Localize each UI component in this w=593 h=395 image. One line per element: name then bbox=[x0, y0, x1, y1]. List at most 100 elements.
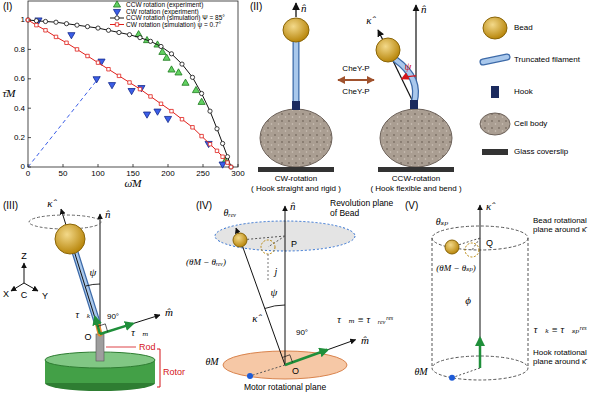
part-name: Rod bbox=[139, 342, 156, 352]
radius-line bbox=[268, 236, 285, 247]
label-text: n̂ bbox=[290, 200, 296, 212]
tick-label-y: 0 bbox=[21, 162, 25, 171]
tick-label-y: 0.8 bbox=[14, 45, 25, 54]
signal-label: CheY-P bbox=[342, 87, 369, 96]
configuration-node: CCW-rotation( Hook flexible and bend ) bbox=[376, 4, 456, 172]
cw-simulation-marker bbox=[35, 23, 38, 26]
hook bbox=[292, 101, 300, 110]
panel-label: (I) bbox=[3, 1, 12, 13]
legend-entry: CCW rotation (experiment) bbox=[126, 1, 203, 8]
point-label: Q bbox=[486, 238, 493, 248]
data-series bbox=[135, 31, 229, 164]
tick-mark bbox=[133, 164, 134, 167]
data-series bbox=[26, 18, 232, 168]
axis-symbol: m̂ bbox=[165, 306, 173, 319]
tick-mark bbox=[203, 164, 204, 167]
revolution-geometry bbox=[215, 206, 356, 379]
legend-marker bbox=[115, 16, 119, 20]
ccw-experiment-marker bbox=[168, 66, 175, 72]
data-series bbox=[26, 18, 233, 169]
legend-text: Hook bbox=[514, 87, 533, 96]
torque-symbol: τ⃗ₖ bbox=[75, 309, 90, 321]
label-text: 100 bbox=[91, 169, 104, 178]
legend-text: Truncated filament bbox=[514, 55, 580, 64]
label-text: τ⃗ₖ bbox=[75, 309, 90, 320]
configuration-node: CW-rotation( Hook straight and rigid ) bbox=[256, 4, 336, 172]
label-text: τ⃗ₖ ≡ τ⃗ₛₚʳᵉˢ bbox=[534, 324, 586, 335]
legend-text: CW rotation (experiment) bbox=[126, 8, 199, 15]
angle-symbol: θᵣₑᵥ bbox=[224, 207, 237, 219]
bead-axis bbox=[236, 228, 285, 365]
simulation-curve bbox=[28, 20, 231, 167]
bead bbox=[233, 233, 247, 247]
angle-symbol: θM bbox=[205, 356, 218, 368]
axis-symbol: κ̂ bbox=[486, 200, 491, 213]
cw-experiment-marker bbox=[68, 33, 75, 39]
axis-symbol: κ̂ bbox=[47, 197, 52, 210]
axis-letter: Z bbox=[21, 251, 27, 261]
plane-label: Motor rotational plane bbox=[244, 383, 326, 393]
torque-symbol: τ⃗ₖ ≡ τ⃗ₛₚʳᵉˢ bbox=[534, 324, 586, 336]
ccw-simulation-marker bbox=[180, 62, 184, 66]
point-label: O bbox=[84, 332, 91, 342]
label-text: ω̄M bbox=[125, 177, 142, 189]
plane-label: Bead rotational plane around κ̂ bbox=[533, 216, 591, 234]
label-text: (IV) bbox=[196, 200, 212, 211]
ccw-simulation-marker bbox=[148, 39, 152, 43]
ccw-simulation-marker bbox=[34, 19, 38, 23]
ccw-simulation-marker bbox=[54, 20, 58, 24]
tick-mark bbox=[28, 108, 31, 109]
guide-line bbox=[28, 74, 102, 167]
label-text: Y bbox=[42, 291, 48, 301]
filament-swatch bbox=[483, 57, 507, 62]
label-text: τ⃗ₘ bbox=[131, 327, 149, 338]
panel-label: (V) bbox=[405, 200, 418, 212]
ccw-simulation-marker bbox=[64, 22, 68, 26]
label-text: (V) bbox=[405, 200, 418, 211]
cylinder-side bbox=[432, 238, 433, 368]
glass-coverslip bbox=[258, 167, 334, 172]
tick-label-y: 1 bbox=[21, 15, 25, 24]
tick-label-x: 300 bbox=[231, 169, 244, 178]
panel-label: (II) bbox=[250, 1, 262, 13]
axis-title: ω̄M bbox=[125, 177, 142, 190]
cw-simulation-marker bbox=[159, 102, 162, 105]
torque-speed-chart bbox=[26, 1, 238, 169]
label-text: (I) bbox=[3, 1, 12, 12]
part-name: Rotor bbox=[163, 367, 185, 377]
label-text: P bbox=[291, 239, 297, 249]
label-text: 0.2 bbox=[14, 133, 25, 142]
legend-text: CCW rotation (experiment) bbox=[126, 1, 203, 8]
axis-title: τ̄M bbox=[2, 87, 15, 100]
coordinate-axis bbox=[24, 283, 38, 291]
cw-simulation-marker bbox=[117, 74, 120, 77]
legend-text: Glass coverslip bbox=[514, 147, 568, 156]
cw-simulation-marker bbox=[229, 165, 232, 168]
panel-label: (IV) bbox=[196, 200, 212, 212]
axis-symbol: κ̂ bbox=[252, 312, 257, 325]
tick-mark bbox=[28, 137, 31, 138]
angle-symbol: ϕ bbox=[465, 294, 471, 307]
torque-vector bbox=[479, 338, 482, 368]
tick-label-x: 50 bbox=[59, 169, 68, 178]
legend-marker bbox=[113, 9, 120, 15]
label-text: C bbox=[21, 290, 28, 300]
cw-simulation-marker bbox=[44, 29, 47, 32]
cw-experiment-marker bbox=[143, 112, 150, 118]
ccw-experiment-marker bbox=[182, 79, 189, 85]
label-text: n̂ bbox=[421, 3, 427, 15]
cw-simulation-marker bbox=[221, 155, 224, 158]
right-angle-mark bbox=[282, 355, 292, 363]
cw-experiment-marker bbox=[93, 77, 100, 83]
label-text: O bbox=[84, 332, 91, 342]
plot-frame bbox=[28, 1, 238, 167]
tick-label-x: 0 bbox=[26, 169, 30, 178]
legend-entry: CW rotation (experiment) bbox=[126, 8, 199, 15]
tick-label-y: 0.2 bbox=[14, 133, 25, 142]
ccw-simulation-marker bbox=[190, 75, 194, 79]
axis-symbol: m̂ bbox=[361, 334, 369, 347]
ccw-experiment-marker bbox=[175, 69, 182, 75]
legend-marker bbox=[113, 1, 120, 7]
